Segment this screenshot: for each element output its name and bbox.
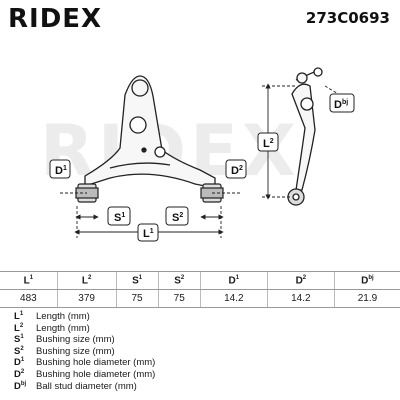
legend-item: S2 Bushing size (mm)	[14, 344, 394, 357]
header-cell: D1	[199, 271, 268, 290]
header-cell: L1	[0, 271, 58, 290]
header-cell: D2	[266, 271, 335, 290]
value-cell: 21.9	[333, 289, 400, 308]
legend-item: D2 Bushing hole diameter (mm)	[14, 367, 394, 381]
legend-text: Bushing size (mm)	[36, 345, 115, 357]
svg-text:S2: S2	[172, 212, 183, 224]
header: RIDEX 273C0693	[0, 0, 400, 36]
part-number: 273C0693	[305, 9, 390, 27]
legend-symbol: D1	[14, 357, 25, 369]
legend-text: Length (mm)	[36, 322, 90, 334]
legend-text: Length (mm)	[36, 311, 90, 323]
brand-logo: RIDEX	[8, 4, 103, 34]
legend-item: S1 Bushing size (mm)	[14, 332, 394, 346]
legend-symbol: D2	[14, 368, 25, 381]
legend-item: Dbj Ball stud diameter (mm)	[14, 379, 394, 392]
svg-text:S1: S1	[114, 212, 125, 224]
value-cell: 75	[115, 289, 159, 308]
svg-text:L1: L1	[143, 228, 154, 240]
callout-s1: S1	[107, 206, 131, 226]
control-arm-side-view	[287, 67, 323, 206]
legend-text: Bushing size (mm)	[36, 334, 115, 346]
svg-text:D1: D1	[55, 165, 67, 177]
legend-item: L1 Length (mm)	[14, 309, 394, 323]
callout-dbj: Dbj	[329, 93, 355, 113]
technical-drawing: RIDEX	[0, 40, 400, 262]
callout-s2: S2	[165, 206, 189, 226]
value-cell: 14.2	[266, 289, 335, 308]
callout-l2: L2	[257, 132, 279, 152]
table-row: 483 379 75 75 14.2 14.2 21.9	[0, 289, 400, 308]
callout-l1: L1	[137, 223, 159, 242]
value-cell: 379	[56, 289, 116, 308]
dimensions-table: L1 L2 S1 S2 D1 D2 Dbj 483 379 75 75 14.2…	[0, 271, 400, 308]
legend-text: Ball stud diameter (mm)	[36, 380, 137, 392]
header-cell: S2	[157, 271, 201, 290]
svg-text:Dbj: Dbj	[334, 99, 348, 111]
legend-text: Bushing hole diameter (mm)	[36, 369, 156, 381]
legend-symbol: L2	[14, 322, 24, 334]
legend-symbol: S2	[14, 345, 24, 357]
header-cell: L2	[56, 271, 116, 290]
legend-text: Bushing hole diameter (mm)	[36, 357, 156, 369]
value-cell: 75	[157, 289, 201, 308]
legend-item: D1 Bushing hole diameter (mm)	[14, 355, 394, 369]
value-cell: 483	[0, 289, 58, 308]
legend-symbol: L1	[14, 311, 24, 323]
svg-text:D2: D2	[231, 165, 243, 177]
watermark: RIDEX	[40, 110, 300, 192]
control-arm-front-view	[84, 75, 216, 189]
header-cell: Dbj	[333, 271, 400, 290]
value-cell: 14.2	[199, 289, 268, 308]
svg-text:L2: L2	[263, 138, 274, 150]
control-arm-drawing: D1 D2 S1 S2 L1 L2 Dbj	[49, 67, 355, 242]
callout-d2: D2	[225, 159, 247, 179]
legend-symbol: S1	[14, 334, 24, 346]
table-header-row: L1 L2 S1 S2 D1 D2 Dbj	[0, 271, 400, 290]
legend-item: L2 Length (mm)	[14, 321, 394, 334]
callout-d1: D1	[49, 159, 71, 179]
legend-symbol: Dbj	[14, 380, 27, 392]
header-cell: S1	[115, 271, 159, 290]
